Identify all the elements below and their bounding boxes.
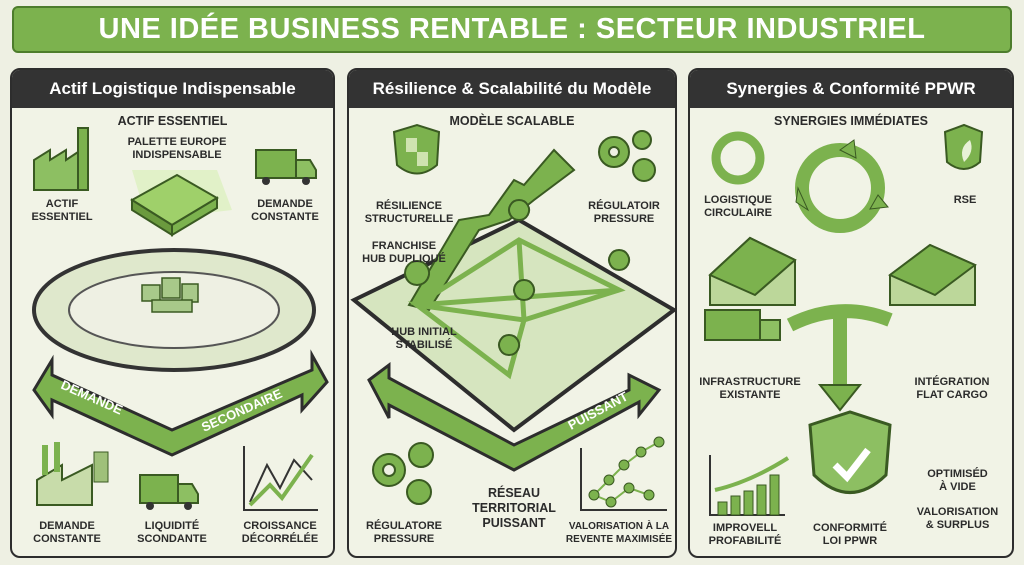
truck-icon	[255, 149, 317, 185]
bottom-label-valorisation: VALORISATION À LA REVENTE MAXIMISÉE	[565, 521, 673, 545]
warehouse-icon-right	[888, 243, 977, 306]
bottom-label-valorisation: VALORISATION & SURPLUS	[916, 506, 999, 531]
bottom-label-optimised: OPTIMISÉD À VIDE	[927, 468, 988, 493]
label-demande-constante: DEMANDE CONSTANTE	[251, 198, 319, 223]
panel-illustration: PUISSANT	[350, 123, 675, 511]
boxes-icon	[141, 277, 199, 313]
warehouse-icon	[708, 236, 797, 306]
pallet-label: PALETTE EUROPE INDISPENSABLE	[127, 136, 227, 161]
cycle-arrow	[367, 362, 662, 472]
bottom-label-liquidite: LIQUIDITÉ SCONDANTE	[137, 520, 207, 545]
shield-icon	[392, 123, 441, 175]
panel-header: Résilience & Scalabilité du Modèle	[349, 70, 675, 108]
truck-icon-bottom	[139, 474, 199, 510]
label-rse: RSE	[953, 194, 977, 206]
panel-header: Synergies & Conformité PPWR	[690, 70, 1012, 108]
bottom-label-croissance: CROISSANCE DÉCORRÉLÉE	[241, 520, 319, 545]
factory-icon-bottom	[36, 442, 109, 506]
cycle-icon	[795, 143, 885, 233]
panel-header: Actif Logistique Indispensable	[12, 70, 333, 108]
panel-subtitle: ACTIF ESSENTIEL	[117, 114, 228, 128]
label-integration: INTÉGRATION FLAT CARGO	[914, 376, 990, 401]
bottom-label-reseau: RÉSEAU TERRITORIAL PUISSANT	[472, 486, 556, 530]
recycle-icon	[711, 131, 765, 185]
location-pin-icons	[404, 199, 631, 356]
panel-actif-logistique: Actif Logistique Indispensable ACTIF ESS…	[10, 68, 335, 558]
factory-icon	[33, 127, 89, 191]
truck-icon	[704, 309, 781, 341]
panel-subtitle: MODÈLE SCALABLE	[449, 114, 575, 128]
panel-illustration	[704, 123, 984, 516]
label-hub-initial: HUB INITIAL STABILISÉ	[391, 326, 457, 351]
page-title: UNE IDÉE BUSINESS RENTABLE : SECTEUR IND…	[12, 6, 1012, 53]
gears-icon-bottom	[372, 442, 434, 505]
label-logistique: LOGISTIQUE CIRCULAIRE	[704, 194, 772, 219]
label-infrastructure: INFRASTRUCTURE EXISTANTE	[699, 376, 801, 401]
bottom-label-regulatore: RÉGULATORE PRESSURE	[366, 520, 442, 545]
down-arrow-icon	[817, 384, 863, 412]
rse-shield-icon	[943, 123, 984, 170]
bottom-label-improvell: IMPROVELL PROFABILITÉ	[708, 522, 782, 547]
growth-arrow	[407, 148, 576, 312]
gears-icon	[598, 130, 656, 182]
bottom-label-conformite: CONFORMITÉ LOI PPWR	[813, 522, 887, 547]
panel-illustration: DEMANDE SECONDAIRE	[32, 127, 329, 511]
label-regulatoir: RÉGULATOIR PRESSURE	[588, 200, 660, 225]
compliance-shield-icon	[808, 410, 892, 494]
pallet-icon	[130, 173, 219, 237]
cycle-arrow	[32, 349, 329, 457]
bottom-label-demande: DEMANDE CONSTANTE	[33, 520, 101, 545]
bar-chart-icon	[709, 455, 790, 516]
growth-chart-icon	[243, 446, 318, 511]
network-chart-icon	[580, 436, 667, 511]
label-actif-essentiel: ACTIF ESSENTIEL	[31, 198, 93, 223]
panel-synergies: Synergies & Conformité PPWR SYNERGIES IM…	[688, 68, 1014, 558]
panel-resilience: Résilience & Scalabilité du Modèle MODÈL…	[347, 68, 677, 558]
label-resilience: RÉSILIENCE STRUCTURELLE	[364, 200, 454, 225]
panel-subtitle: SYNERGIES IMMÉDIATES	[774, 114, 928, 128]
label-franchise: FRANCHISE HUB DUPLIQUÉ	[362, 240, 446, 265]
